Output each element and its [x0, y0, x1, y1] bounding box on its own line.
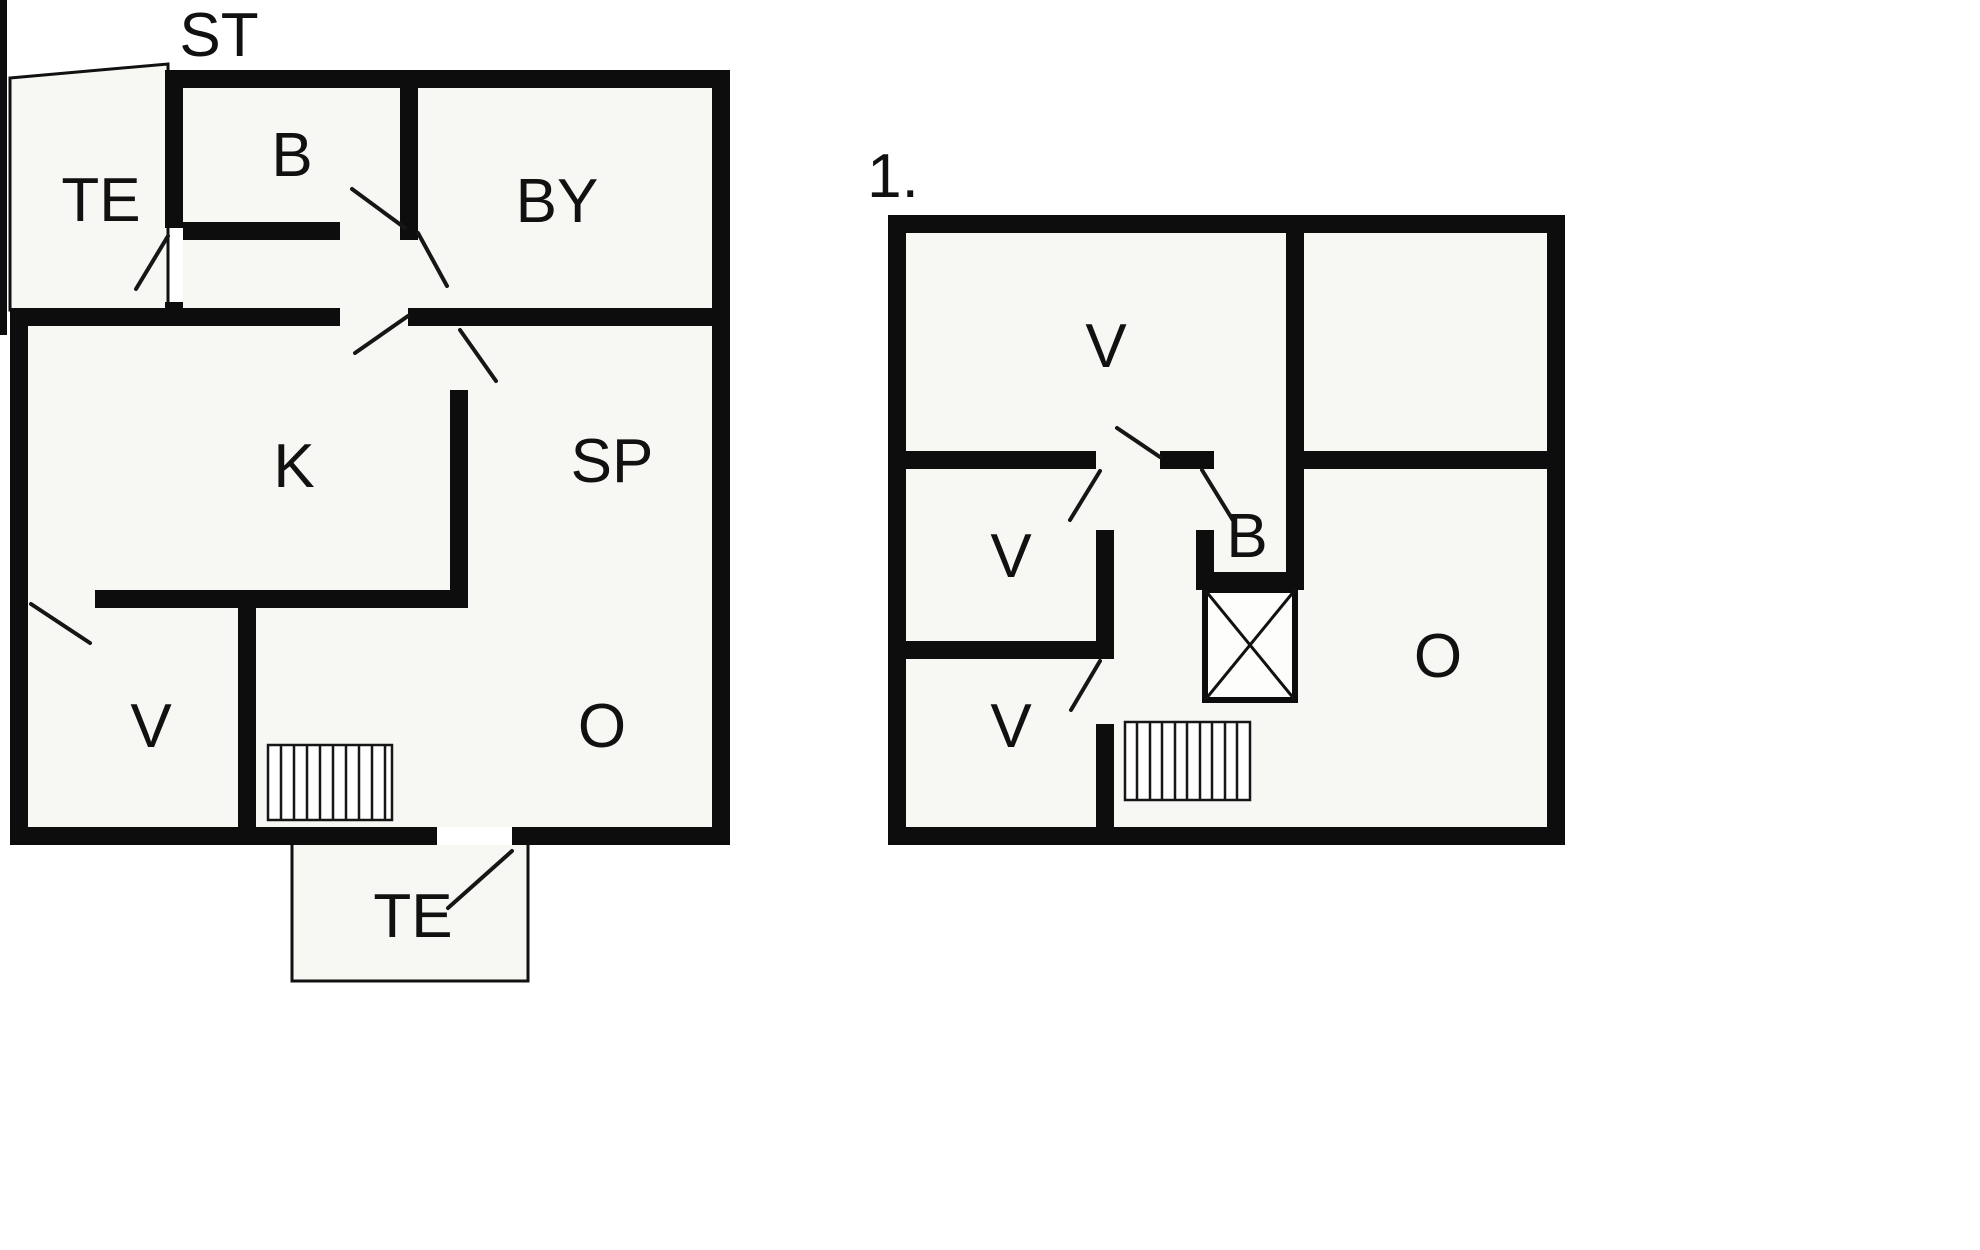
left-edge-wall: [0, 0, 7, 335]
wall: [95, 590, 460, 608]
wall: [183, 222, 340, 240]
wall: [1286, 233, 1304, 451]
room-label-b: B: [1226, 502, 1267, 571]
room-label-terrace-lower: TE: [373, 882, 452, 951]
wall: [1286, 469, 1304, 590]
door-swing: [416, 231, 449, 288]
wall: [1096, 724, 1114, 827]
wall: [1196, 530, 1214, 572]
staircase-first: [1123, 720, 1252, 802]
first-floor-plan: 1. V V V B O: [867, 142, 1565, 845]
wall: [408, 308, 730, 326]
wall: [712, 70, 730, 845]
door-swing: [1069, 659, 1102, 712]
wall: [10, 827, 437, 845]
lift-shaft: [1202, 587, 1298, 703]
wall: [512, 827, 730, 845]
terrace-door-leader: [446, 849, 514, 910]
wall: [906, 641, 1114, 659]
room-label-o: O: [578, 692, 626, 761]
terrace-lower-fill: [292, 845, 528, 981]
room-label-by: BY: [516, 167, 599, 236]
wall: [165, 70, 730, 88]
room-label-v: V: [130, 692, 172, 761]
staircase-outline: [266, 743, 394, 822]
wall: [888, 827, 1565, 845]
door-swing: [1068, 469, 1102, 522]
room-label-v3: V: [990, 692, 1032, 761]
wall: [238, 608, 256, 827]
wall: [1096, 530, 1114, 641]
floor-title-first: 1.: [867, 142, 919, 211]
door-swing: [1115, 426, 1162, 459]
wall: [906, 451, 1096, 469]
wall: [1160, 451, 1214, 469]
terrace-lower-outline: [290, 845, 530, 983]
room-label-o: O: [1414, 622, 1462, 691]
wall: [888, 215, 906, 845]
wall: [10, 308, 28, 845]
wall: [888, 215, 1565, 233]
staircase-ground: [266, 743, 394, 822]
ground-floor-plan: ST TE B BY K SP V O TE: [0, 0, 730, 983]
floor-title-ground: ST: [179, 1, 258, 70]
wall: [1196, 572, 1304, 590]
door-swing: [29, 602, 92, 645]
wall: [1547, 215, 1565, 845]
room-label-sp: SP: [571, 427, 654, 496]
wall: [10, 308, 340, 326]
room-label-v1: V: [1085, 312, 1127, 381]
room-label-b: B: [271, 121, 312, 190]
lift-shaft-cross: [1203, 589, 1297, 701]
ground-floor-interior: [28, 88, 712, 827]
door-swing: [1200, 468, 1236, 524]
door-swing: [134, 234, 170, 291]
door-swing: [353, 314, 410, 355]
wall: [1286, 451, 1547, 469]
door-swing: [350, 187, 407, 230]
room-label-terrace-upper: TE: [61, 166, 140, 235]
wall: [165, 70, 183, 228]
door-swing: [458, 328, 498, 383]
room-label-v2: V: [990, 522, 1032, 591]
wall: [450, 390, 468, 608]
room-label-k: K: [273, 432, 314, 501]
wall: [400, 88, 418, 240]
